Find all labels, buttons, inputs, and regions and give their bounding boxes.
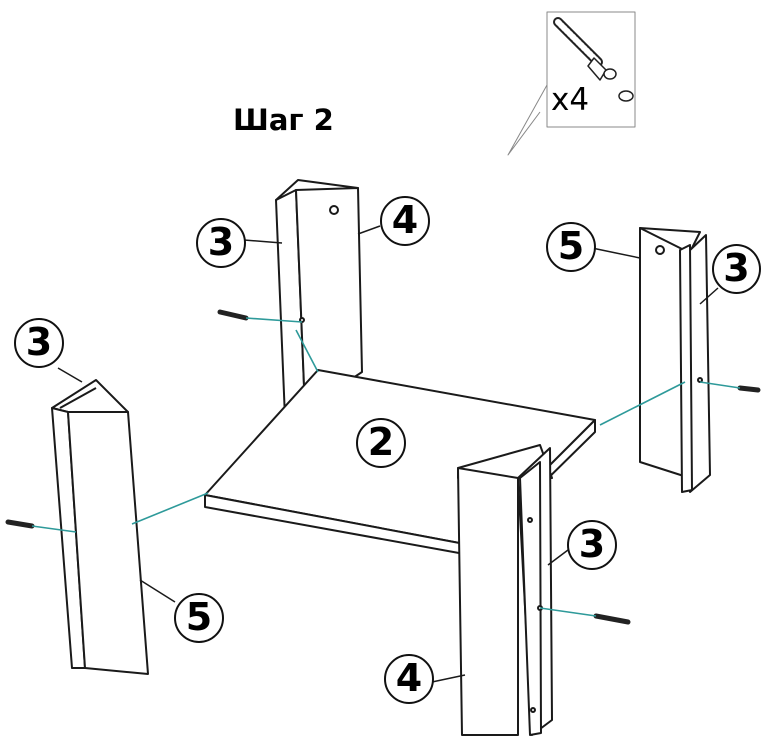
screw-with-dowel-icon [553,17,634,102]
screw-back-left [217,309,249,321]
hardware-inset [507,11,636,156]
panel-5-right [639,227,711,493]
panel-5-left-label: 5 [174,593,224,643]
hardware-quantity: x4 [551,82,590,118]
panel-5-left [51,379,149,675]
panel-3-front-label: 3 [567,520,617,570]
panel-3-back-label: 3 [196,218,246,268]
panel-4-front [457,444,553,736]
panel-5-right-label: 5 [546,222,596,272]
panel-2-shelf-label: 2 [356,418,406,468]
panel-4-back-label: 4 [380,196,430,246]
panel-4-front-label: 4 [384,654,434,704]
connection-leaders [31,317,741,617]
callout-leaders [57,225,719,683]
screw-front [593,613,631,625]
step-title: Шаг 2 [233,103,334,137]
screw-right [737,385,761,393]
panel-3-left-label: 3 [14,318,64,368]
panel-4-back [275,179,363,419]
panel-3-right-label: 3 [712,244,761,294]
screw-left [5,519,35,529]
